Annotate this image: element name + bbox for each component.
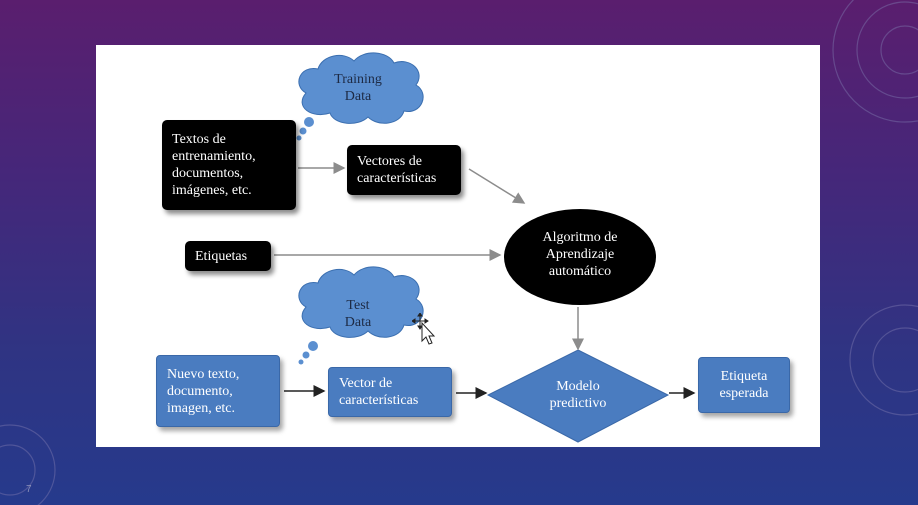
training-features-label: Vectores de características — [357, 154, 437, 186]
move-cursor-icon — [412, 313, 436, 345]
model-node-shape — [486, 349, 670, 443]
output-node: Etiqueta esperada — [698, 357, 790, 413]
training-input-label: Textos de entrenamiento, documentos, imá… — [172, 132, 256, 198]
training-data-label: Training Data — [334, 72, 382, 104]
test-data-cloud — [298, 266, 424, 365]
algorithm-node-label: Algoritmo de Aprendizaje automático — [542, 230, 618, 279]
new-input-label: Nuevo texto, documento, imagen, etc. — [167, 366, 240, 416]
slide-canvas: Training Data Test Data Textos de entren… — [96, 45, 820, 447]
training-data-cloud — [296, 52, 424, 141]
test-features-node: Vector de características — [328, 367, 452, 417]
test-features-label: Vector de características — [339, 376, 419, 408]
labels-node: Etiquetas — [185, 241, 271, 271]
output-label: Etiqueta esperada — [719, 369, 769, 401]
training-features-node: Vectores de características — [347, 145, 461, 195]
training-input-node: Textos de entrenamiento, documentos, imá… — [162, 120, 296, 210]
arrow-vectors-to-algorithm — [468, 168, 526, 204]
diagram-connectors — [274, 52, 696, 443]
new-input-node: Nuevo texto, documento, imagen, etc. — [156, 355, 280, 427]
algorithm-node-shape — [504, 209, 656, 305]
test-data-label: Test Data — [344, 298, 372, 330]
labels-label: Etiquetas — [195, 248, 248, 264]
model-node-label: Modelo predictivo — [549, 379, 607, 411]
slide-number: 7 — [26, 484, 32, 495]
